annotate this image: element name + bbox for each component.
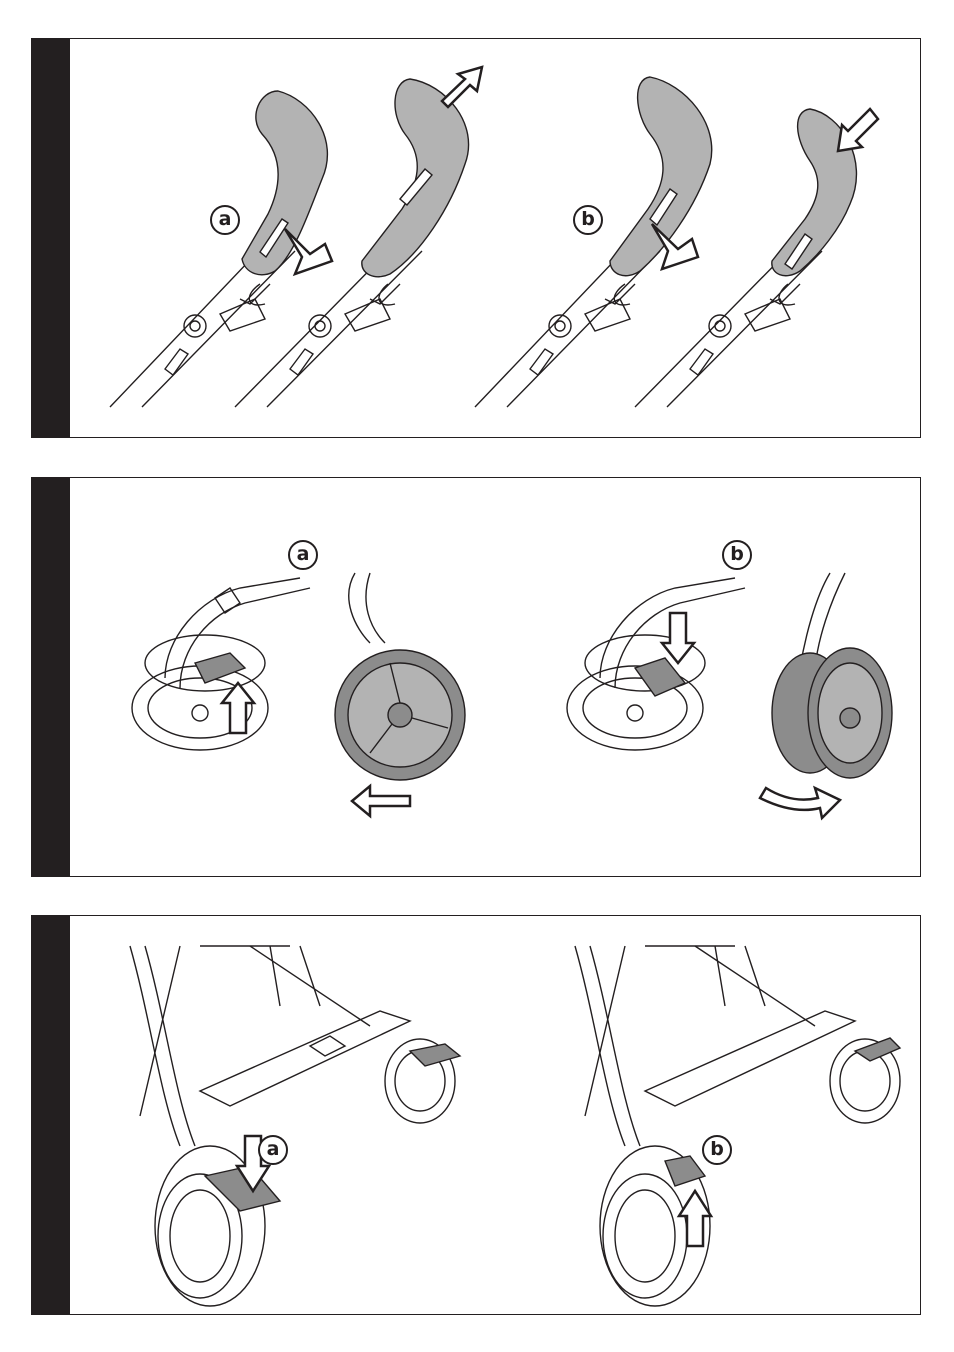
stroller-handle-figure-3 xyxy=(475,77,712,407)
step-label-b: b xyxy=(573,205,603,235)
stroller-handle-figure-1 xyxy=(110,91,332,407)
wheel-swivel-panel: a b xyxy=(31,477,921,877)
panel-side-bar xyxy=(32,39,70,437)
handle-adjust-panel: a b xyxy=(31,38,921,438)
arrow-icon xyxy=(222,683,254,733)
arrow-icon xyxy=(442,67,482,107)
swivel-unlock-figure xyxy=(567,573,892,818)
arrow-icon xyxy=(662,613,694,663)
step-label-b: b xyxy=(702,1135,732,1165)
arrow-icon xyxy=(352,786,410,816)
brake-panel: a b xyxy=(31,915,921,1315)
panel-side-bar xyxy=(32,916,70,1314)
step-label-a: a xyxy=(210,205,240,235)
step-label-a: a xyxy=(258,1135,288,1165)
wheel-swivel-illustration xyxy=(70,478,920,876)
brake-illustration xyxy=(70,916,920,1314)
brake-engage-figure xyxy=(130,946,460,1306)
step-label-b: b xyxy=(722,540,752,570)
brake-release-figure xyxy=(575,946,900,1306)
arrow-icon xyxy=(285,229,332,274)
panel-side-bar xyxy=(32,478,70,876)
arrow-icon xyxy=(838,109,878,151)
curved-arrow-icon xyxy=(760,788,840,818)
swivel-lock-figure xyxy=(132,573,465,816)
arrow-icon xyxy=(679,1191,711,1246)
step-label-a: a xyxy=(288,540,318,570)
handle-adjust-illustration xyxy=(70,39,920,437)
